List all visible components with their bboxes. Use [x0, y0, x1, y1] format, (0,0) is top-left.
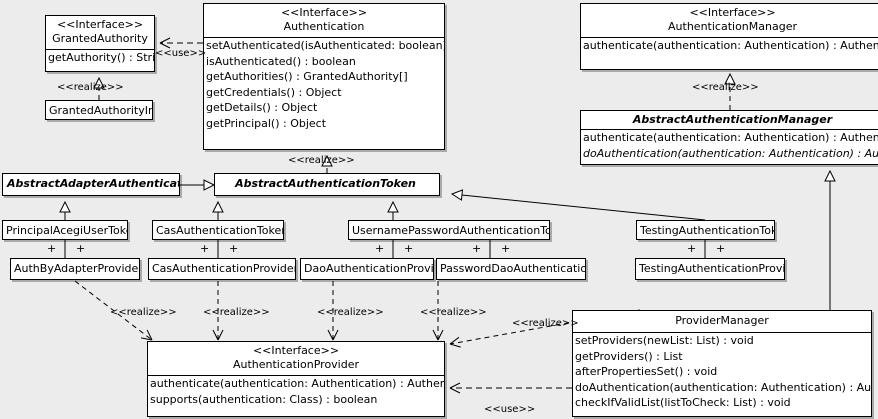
multiplicity-plus: + — [375, 242, 385, 255]
operations-compartment: getAuthority() : String — [46, 49, 154, 66]
operation: getAuthority() : String — [48, 51, 154, 64]
class-name: AbstractAdapterAuthenticationToken — [7, 177, 179, 190]
stereotype-label: <<Interface>> — [56, 18, 144, 31]
label-realize-dao: <<realize>> — [317, 307, 384, 318]
operation: afterPropertiesSet() : void — [575, 365, 718, 378]
class-name: AuthenticationManager — [668, 20, 797, 33]
operation: getPrincipal() : Object — [206, 116, 327, 130]
multiplicity-plus: + — [501, 242, 511, 255]
class-name: CasAuthenticationToken — [156, 224, 283, 237]
class-name: PasswordDaoAuthenticationProvider — [440, 262, 585, 275]
label-realize-providermanager: <<realize>> — [512, 318, 579, 329]
class-name: AuthenticationProvider — [232, 358, 360, 371]
class-name: DaoAuthenticationProvider — [304, 262, 433, 275]
label-realize-passworddao: <<realize>> — [420, 307, 487, 318]
class-name: TestingAuthenticationProvider — [639, 262, 784, 275]
class-header: <<Interface>> GrantedAuthority — [46, 16, 154, 49]
class-auth-by-adapter-provider[interactable]: AuthByAdapterProvider — [10, 258, 140, 280]
class-name: TestingAuthenticationToken — [640, 224, 774, 237]
class-header: ProviderManager — [573, 311, 871, 332]
multiplicity-plus: + — [76, 242, 86, 255]
class-cas-authentication-provider[interactable]: CasAuthenticationProvider — [148, 258, 296, 280]
label-realize-cas: <<realize>> — [203, 307, 270, 318]
operations-compartment: setAuthenticated(isAuthenticated: boolea… — [204, 37, 444, 131]
label-use-authentication-grantedauthority: <<use>> — [155, 48, 207, 59]
class-testing-authentication-token[interactable]: TestingAuthenticationToken — [636, 220, 775, 240]
class-provider-manager[interactable]: ProviderManager setProviders(newList: Li… — [572, 310, 872, 417]
class-authentication-manager[interactable]: <<Interface>> AuthenticationManager auth… — [580, 3, 878, 70]
operation: getDetails() : Object — [206, 101, 318, 114]
operation: checkIfValidList(listToCheck: List) : vo… — [575, 396, 791, 409]
operations-compartment: authenticate(authentication: Authenticat… — [581, 37, 878, 54]
class-testing-authentication-provider[interactable]: TestingAuthenticationProvider — [635, 258, 785, 280]
operations-compartment: authenticate(authentication: Authenticat… — [148, 375, 444, 407]
class-cas-authentication-token[interactable]: CasAuthenticationToken — [152, 220, 284, 240]
multiplicity-plus: + — [472, 242, 482, 255]
operation: getProviders() : List — [575, 349, 683, 363]
multiplicity-plus: + — [200, 242, 210, 255]
operation: supports(authentication: Class) : boolea… — [150, 392, 378, 406]
operation: setAuthenticated(isAuthenticated: boolea… — [206, 39, 444, 52]
operation: getCredentials() : Object — [206, 85, 342, 99]
operation: doAuthentication(authentication: Authent… — [575, 380, 871, 394]
class-authentication-provider[interactable]: <<Interface>> AuthenticationProvider aut… — [147, 341, 445, 417]
operation: authenticate(authentication: Authenticat… — [150, 377, 444, 390]
multiplicity-plus: + — [404, 242, 414, 255]
operation: authenticate(authentication: Authenticat… — [583, 39, 878, 52]
class-name: ProviderManager — [675, 314, 769, 327]
class-name: GrantedAuthorityImpl — [49, 104, 152, 117]
class-name: UsernamePasswordAuthenticationToken — [352, 224, 549, 237]
class-dao-authentication-provider[interactable]: DaoAuthenticationProvider — [300, 258, 434, 280]
class-granted-authority-impl[interactable]: GrantedAuthorityImpl — [45, 100, 153, 120]
class-username-password-authentication-token[interactable]: UsernamePasswordAuthenticationToken — [348, 220, 550, 240]
label-realize-grantedauthorityimpl: <<realize>> — [57, 82, 124, 93]
label-realize-abstractauthenticationtoken: <<realize>> — [288, 155, 355, 166]
class-header: AbstractAuthenticationManager — [581, 111, 878, 129]
label-realize-authbyadapter: <<realize>> — [110, 307, 177, 318]
class-name: Authentication — [283, 20, 365, 33]
class-abstract-adapter-authentication-token[interactable]: AbstractAdapterAuthenticationToken — [2, 173, 180, 196]
class-name: CasAuthenticationProvider — [152, 262, 295, 275]
class-granted-authority[interactable]: <<Interface>> GrantedAuthority getAuthor… — [45, 15, 155, 72]
label-use-providermanager: <<use>> — [484, 404, 536, 415]
class-name: PrincipalAcegiUserToken — [6, 224, 127, 237]
stereotype-label: <<Interface>> — [280, 6, 368, 19]
class-name: AbstractAuthenticationManager — [632, 113, 833, 126]
class-abstract-authentication-manager[interactable]: AbstractAuthenticationManager authentica… — [580, 110, 878, 165]
label-realize-authenticationmanager: <<realize>> — [692, 82, 759, 93]
class-name: GrantedAuthority — [52, 32, 148, 45]
operations-compartment: setProviders(newList: List) : void getPr… — [573, 332, 871, 411]
link-generalize-testingtoken — [452, 194, 706, 221]
class-principal-acegi-user-token[interactable]: PrincipalAcegiUserToken — [2, 220, 128, 240]
class-authentication[interactable]: <<Interface>> Authentication setAuthenti… — [203, 3, 445, 150]
operation: isAuthenticated() : boolean — [206, 54, 356, 68]
operation: getAuthorities() : GrantedAuthority[] — [206, 70, 408, 83]
class-header: <<Interface>> AuthenticationProvider — [148, 342, 444, 375]
class-abstract-authentication-token[interactable]: AbstractAuthenticationToken — [214, 173, 440, 196]
multiplicity-plus: + — [229, 242, 239, 255]
operation: setProviders(newList: List) : void — [575, 334, 754, 347]
stereotype-label: <<Interface>> — [252, 344, 340, 357]
class-password-dao-authentication-provider[interactable]: PasswordDaoAuthenticationProvider — [436, 258, 586, 280]
multiplicity-plus: + — [47, 242, 57, 255]
class-header: <<Interface>> Authentication — [204, 4, 444, 37]
class-name: AbstractAuthenticationToken — [235, 177, 416, 190]
class-header: <<Interface>> AuthenticationManager — [581, 4, 878, 37]
operation: authenticate(authentication: Authenticat… — [583, 131, 878, 144]
multiplicity-plus: + — [687, 242, 697, 255]
operations-compartment: authenticate(authentication: Authenticat… — [581, 129, 878, 161]
stereotype-label: <<Interface>> — [689, 6, 776, 19]
multiplicity-plus: + — [716, 242, 726, 255]
operation: doAuthentication(authentication: Authent… — [583, 146, 878, 160]
class-name: AuthByAdapterProvider — [14, 262, 139, 275]
